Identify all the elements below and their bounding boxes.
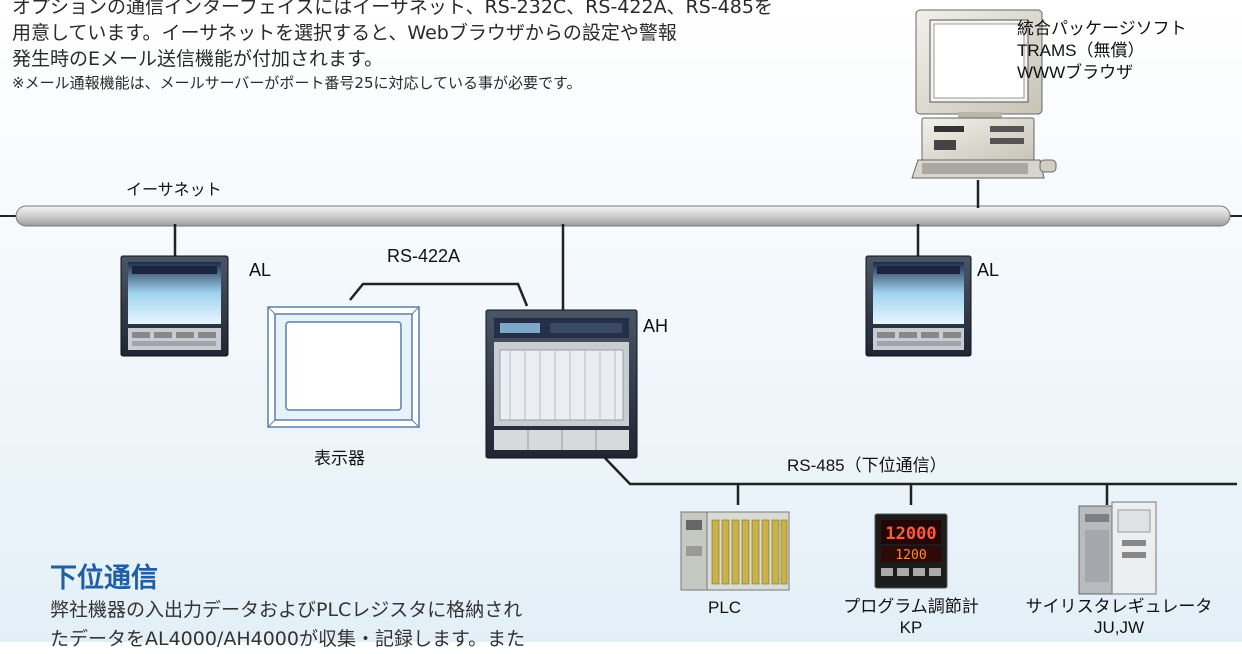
intro-line-2: 用意しています。イーサネットを選択すると、Webブラウザからの設定や警報 bbox=[12, 22, 677, 44]
thyristor-regulator-icon bbox=[1078, 501, 1157, 595]
ah-recorder-icon bbox=[485, 309, 638, 459]
pc-label-line-1: 統合パッケージソフト bbox=[1017, 19, 1187, 38]
kp-label: プログラム調節計 KP bbox=[826, 596, 996, 638]
kp-controller-icon: 12000 1200 bbox=[874, 513, 948, 589]
thyristor-label-line-2: JU,JW bbox=[1093, 618, 1145, 637]
kp-readout-top: 12000 bbox=[885, 524, 936, 544]
rs485-label: RS-485（下位通信） bbox=[787, 456, 947, 475]
display-panel-icon bbox=[267, 306, 420, 428]
display-label: 表示器 bbox=[314, 449, 365, 468]
section-body: 弊社機器の入出力データおよびPLCレジスタに格納され たデータをAL4000/A… bbox=[50, 596, 525, 654]
intro-line-1: オプションの通信インターフェイスにはイーサネット、RS-232C、RS-422A… bbox=[12, 0, 773, 18]
kp-readout-bottom: 1200 bbox=[895, 548, 926, 563]
plc-icon bbox=[680, 511, 790, 591]
intro-line-3: 発生時のEメール送信機能が付加されます。 bbox=[12, 48, 384, 70]
pc-label: 統合パッケージソフト TRAMS（無償） WWWブラウザ bbox=[1017, 18, 1187, 84]
al-recorder-right-icon bbox=[865, 255, 972, 357]
thyristor-label-line-1: サイリスタレギュレータ bbox=[1025, 597, 1213, 616]
kp-label-line-1: プログラム調節計 bbox=[843, 597, 979, 616]
ethernet-bus bbox=[0, 205, 1242, 227]
rs422-label: RS-422A bbox=[387, 246, 461, 266]
al-right-label: AL bbox=[977, 260, 1000, 280]
pc-workstation-icon bbox=[911, 9, 1057, 179]
intro-text: オプションの通信インターフェイスにはイーサネット、RS-232C、RS-422A… bbox=[12, 0, 773, 94]
ethernet-label: イーサネット bbox=[126, 182, 222, 199]
plc-label: PLC bbox=[708, 598, 742, 617]
section-body-line-1: 弊社機器の入出力データおよびPLCレジスタに格納され bbox=[50, 599, 523, 621]
pc-label-line-2: TRAMS（無償） bbox=[1017, 41, 1145, 60]
pc-label-line-3: WWWブラウザ bbox=[1017, 63, 1134, 82]
section-body-line-2: たデータをAL4000/AH4000が収集・記録します。また bbox=[50, 628, 526, 650]
intro-note: ※メール通報機能は、メールサーバーがポート番号25に対応している事が必要です。 bbox=[12, 74, 582, 92]
al-recorder-left-icon bbox=[120, 255, 229, 357]
kp-label-line-2: KP bbox=[899, 618, 923, 637]
section-title: 下位通信 bbox=[50, 563, 158, 594]
al-left-label: AL bbox=[249, 260, 272, 280]
network-wiring bbox=[173, 180, 1237, 505]
ah-label: AH bbox=[643, 316, 669, 336]
thyristor-label: サイリスタレギュレータ JU,JW bbox=[1008, 596, 1230, 638]
